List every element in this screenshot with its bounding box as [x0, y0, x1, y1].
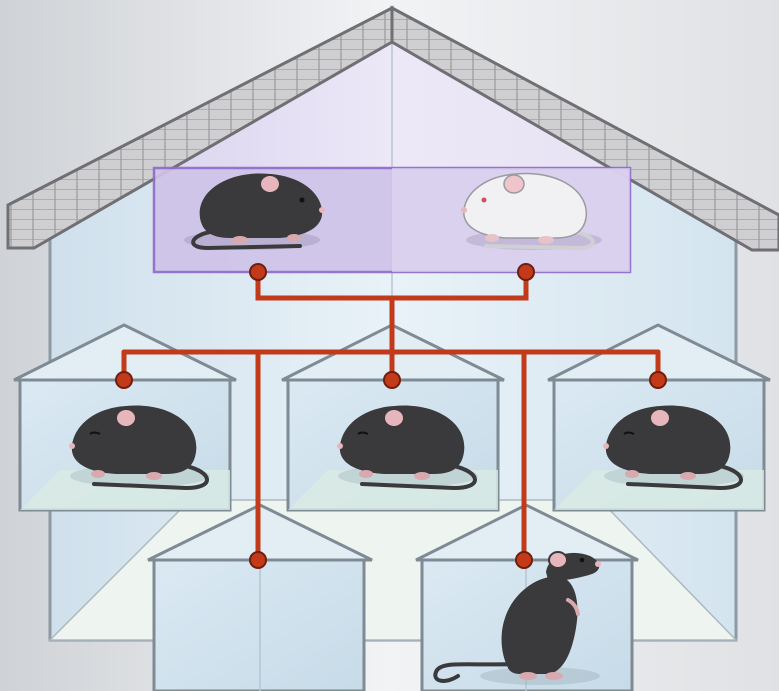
pedigree-connectors — [121, 269, 661, 563]
attic-wall — [120, 40, 666, 175]
mouse-offspring-3 — [603, 405, 744, 491]
node-offspring-2 — [383, 371, 401, 389]
mouse-parent-black — [184, 173, 325, 251]
roof-left — [6, 5, 394, 250]
roof-right — [390, 5, 779, 252]
main-roof — [6, 5, 779, 252]
mouse-offspring-1 — [69, 405, 210, 491]
mouse-parent-white — [461, 172, 602, 251]
mouse-grandchild-standing — [433, 551, 601, 685]
node-offspring-3 — [649, 371, 667, 389]
node-grandchild-1 — [249, 551, 267, 569]
node-offspring-1 — [115, 371, 133, 389]
mouse-offspring-2 — [337, 405, 478, 491]
connector-nodes — [115, 263, 667, 569]
node-grandchild-2 — [515, 551, 533, 569]
node-parent-white — [517, 263, 535, 281]
node-parent-black — [249, 263, 267, 281]
